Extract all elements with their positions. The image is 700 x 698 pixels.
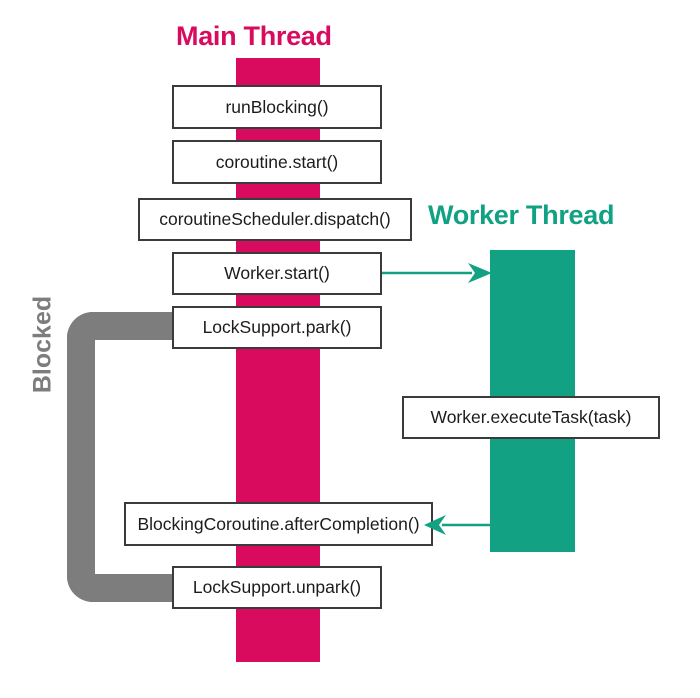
call-box-worker-start[interactable]: Worker.start() [172,252,382,295]
call-box-coroutine-scheduler-dispatch[interactable]: coroutineScheduler.dispatch() [138,198,412,241]
arrow-worker-thread-to-after-completion [424,515,492,535]
worker-thread-title: Worker Thread [428,200,615,230]
call-box-worker-execute-task[interactable]: Worker.executeTask(task) [402,396,660,439]
blocked-bracket [67,312,185,602]
arrow-worker-start-to-worker-thread [382,263,492,283]
call-box-run-blocking[interactable]: runBlocking() [172,85,382,129]
call-box-coroutine-start[interactable]: coroutine.start() [172,140,382,184]
call-box-lock-support-unpark[interactable]: LockSupport.unpark() [172,566,382,609]
blocked-label: Blocked [28,295,57,394]
call-box-blocking-coroutine-after-completion[interactable]: BlockingCoroutine.afterCompletion() [124,502,433,546]
main-thread-title: Main Thread [176,21,332,51]
call-box-lock-support-park[interactable]: LockSupport.park() [172,306,382,349]
